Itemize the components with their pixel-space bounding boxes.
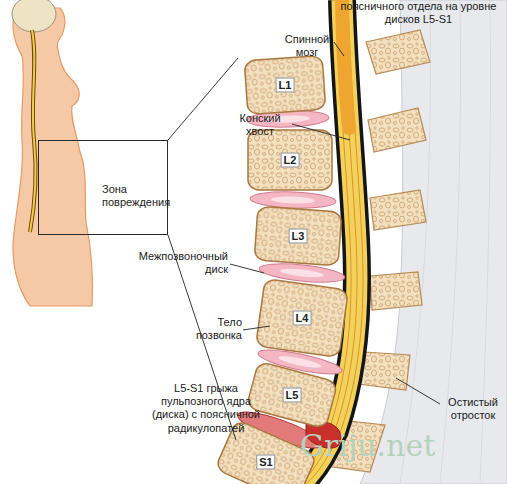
diagnosis-note: L5-S1 грыжа пульпозного ядра (диска) с п… bbox=[150, 382, 262, 435]
diagram-title: поясничного отдела на уровне дисков L5-S… bbox=[330, 0, 507, 26]
vertebra-body: L1 bbox=[243, 54, 327, 115]
vertebra-label: L4 bbox=[293, 311, 312, 326]
part-label: Конский хвост bbox=[228, 112, 292, 138]
vertebra-body: L4 bbox=[255, 277, 350, 358]
ligament-region bbox=[360, 0, 507, 484]
leader-line bbox=[243, 326, 270, 330]
leader-line bbox=[230, 264, 264, 273]
vertebra-label: L2 bbox=[281, 153, 300, 168]
damage-zone-box: Зона повреждения bbox=[38, 140, 168, 235]
body-figure bbox=[12, 0, 93, 306]
spinal-cord bbox=[342, 0, 349, 128]
vertebra-label: S1 bbox=[256, 455, 275, 470]
figure-spine-core bbox=[30, 30, 36, 232]
zone-link-line bbox=[168, 235, 236, 440]
leader-line bbox=[334, 42, 344, 56]
part-label: Межпозвоночный диск bbox=[120, 250, 228, 276]
part-label: Тело позвонка bbox=[178, 316, 242, 342]
leader-line bbox=[396, 378, 440, 404]
leader-line bbox=[292, 124, 350, 140]
vertebra-label: L3 bbox=[289, 229, 308, 244]
watermark: Griju.net bbox=[300, 428, 470, 464]
skull bbox=[12, 0, 56, 32]
vertebra-label: L5 bbox=[283, 388, 302, 403]
zone-label: Зона повреждения bbox=[102, 183, 164, 209]
part-label: Спинной мозг bbox=[276, 33, 338, 59]
figure-spine bbox=[30, 30, 36, 232]
part-label: Остистый отросток bbox=[440, 396, 506, 422]
body-outline bbox=[13, 8, 93, 306]
zone-link-line bbox=[168, 58, 238, 140]
vertebra-body: L3 bbox=[253, 205, 343, 267]
vertebra-body: L2 bbox=[247, 129, 333, 191]
vertebra-label: L1 bbox=[276, 78, 295, 93]
